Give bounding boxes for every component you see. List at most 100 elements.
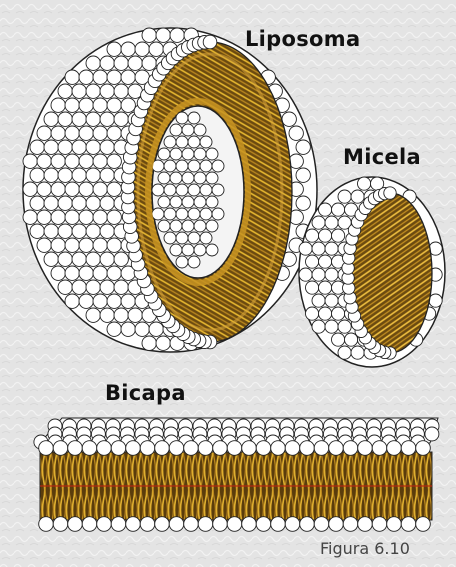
head-group bbox=[111, 441, 126, 456]
head-group bbox=[194, 148, 206, 160]
head-group bbox=[188, 112, 200, 124]
head-group bbox=[23, 182, 37, 196]
head-group bbox=[416, 441, 431, 456]
head-group bbox=[107, 70, 121, 84]
head-group bbox=[86, 224, 100, 238]
head-group bbox=[37, 210, 51, 224]
head-group bbox=[170, 124, 182, 136]
micelle-label: Micela bbox=[343, 145, 421, 169]
head-group bbox=[140, 517, 155, 532]
head-group bbox=[65, 126, 79, 140]
head-group bbox=[58, 112, 72, 126]
head-group bbox=[343, 517, 358, 532]
head-group bbox=[188, 232, 200, 244]
head-group bbox=[121, 98, 135, 112]
head-group bbox=[53, 517, 68, 532]
head-group bbox=[184, 441, 199, 456]
head-group bbox=[387, 441, 402, 456]
head-group bbox=[44, 252, 58, 266]
head-group bbox=[58, 252, 72, 266]
head-group bbox=[194, 244, 206, 256]
head-group bbox=[72, 140, 86, 154]
head-group bbox=[312, 216, 325, 229]
head-group bbox=[51, 210, 65, 224]
head-group bbox=[384, 187, 396, 199]
head-group bbox=[169, 441, 184, 456]
head-group bbox=[72, 196, 86, 210]
head-group bbox=[37, 126, 51, 140]
head-group bbox=[206, 244, 218, 256]
head-group bbox=[79, 70, 93, 84]
head-group bbox=[79, 126, 93, 140]
head-group bbox=[182, 244, 194, 256]
head-group bbox=[152, 160, 164, 172]
head-group bbox=[351, 346, 364, 359]
head-group bbox=[30, 168, 44, 182]
head-group bbox=[332, 203, 345, 216]
head-group bbox=[169, 517, 184, 532]
head-group bbox=[194, 196, 206, 208]
micelle bbox=[299, 177, 445, 367]
head-group bbox=[37, 154, 51, 168]
head-group bbox=[79, 266, 93, 280]
head-group bbox=[93, 98, 107, 112]
head-group bbox=[100, 112, 114, 126]
head-group bbox=[242, 517, 257, 532]
head-group bbox=[114, 84, 128, 98]
head-group bbox=[299, 242, 312, 255]
head-group bbox=[200, 136, 212, 148]
head-group bbox=[30, 196, 44, 210]
head-group bbox=[312, 242, 325, 255]
head-group bbox=[188, 160, 200, 172]
head-group bbox=[44, 224, 58, 238]
head-group bbox=[58, 280, 72, 294]
head-group bbox=[164, 208, 176, 220]
head-group bbox=[65, 154, 79, 168]
head-group bbox=[156, 28, 170, 42]
head-group bbox=[44, 140, 58, 154]
head-group bbox=[325, 294, 338, 307]
head-group bbox=[213, 441, 228, 456]
head-group bbox=[338, 346, 351, 359]
head-group bbox=[176, 256, 188, 268]
head-group bbox=[114, 56, 128, 70]
head-group bbox=[198, 517, 213, 532]
head-group bbox=[188, 136, 200, 148]
head-group bbox=[126, 517, 141, 532]
head-group bbox=[37, 238, 51, 252]
head-group bbox=[338, 320, 351, 333]
head-group bbox=[107, 182, 121, 196]
head-group bbox=[296, 140, 310, 154]
head-group bbox=[152, 208, 164, 220]
head-group bbox=[114, 252, 128, 266]
head-group bbox=[158, 172, 170, 184]
head-group bbox=[86, 196, 100, 210]
head-group bbox=[332, 307, 345, 320]
head-group bbox=[325, 320, 338, 333]
head-group bbox=[188, 256, 200, 268]
head-group bbox=[107, 98, 121, 112]
head-group bbox=[312, 294, 325, 307]
head-group bbox=[39, 517, 54, 532]
head-group bbox=[332, 333, 345, 346]
head-group bbox=[121, 294, 135, 308]
head-group bbox=[206, 148, 218, 160]
head-group bbox=[325, 268, 338, 281]
head-group bbox=[142, 336, 156, 350]
head-group bbox=[23, 154, 37, 168]
head-group bbox=[58, 140, 72, 154]
head-group bbox=[121, 42, 135, 56]
head-group bbox=[227, 517, 242, 532]
head-group bbox=[82, 441, 97, 456]
bilayer bbox=[34, 418, 439, 531]
head-group bbox=[401, 441, 416, 456]
head-group bbox=[135, 322, 149, 336]
head-group bbox=[58, 84, 72, 98]
head-group bbox=[306, 307, 319, 320]
head-group bbox=[206, 196, 218, 208]
figure-caption: Figura 6.10 bbox=[320, 539, 410, 558]
head-group bbox=[176, 112, 188, 124]
head-group bbox=[158, 220, 170, 232]
head-group bbox=[107, 210, 121, 224]
